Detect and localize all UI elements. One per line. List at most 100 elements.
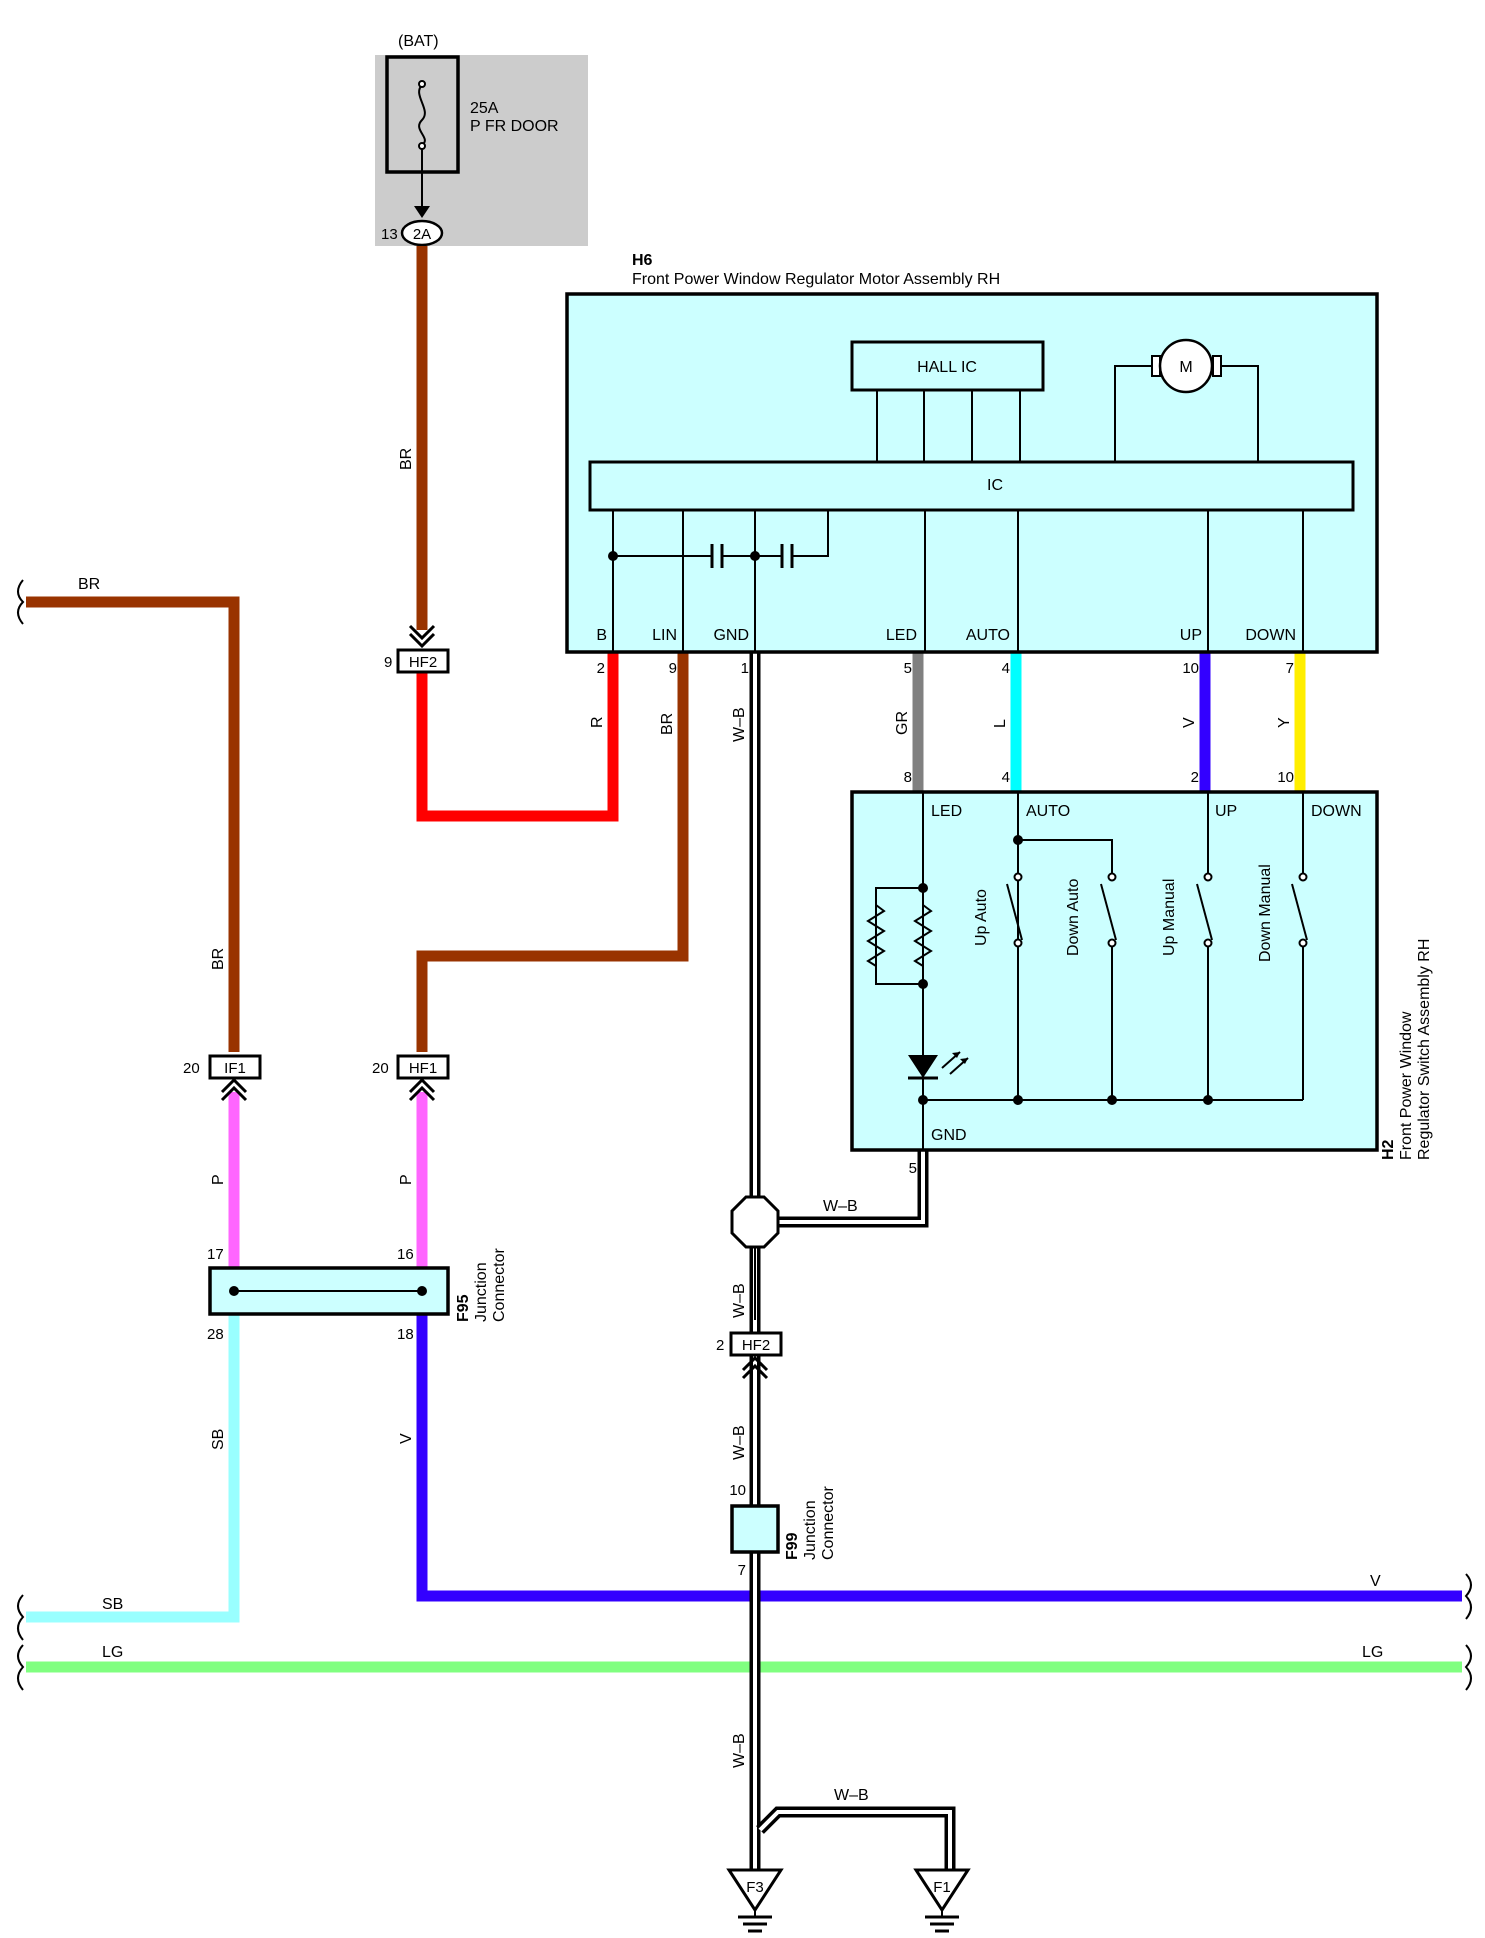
motor-label: M xyxy=(1179,359,1192,376)
f99-pin-10: 10 xyxy=(729,1482,746,1499)
h2-name-line1: Front Power Window xyxy=(1398,1011,1415,1160)
f99-junction-connector: 10 7 F99 Junction Connector xyxy=(729,1482,837,1579)
ground-f1: F1 xyxy=(913,1868,971,1933)
h2-pin-gnd: 5 xyxy=(909,1160,917,1177)
connector-arrow-icon xyxy=(408,624,436,649)
wire-wb-f1 xyxy=(756,1806,956,1870)
break-icon xyxy=(17,1594,25,1641)
break-icon xyxy=(17,1644,25,1691)
fuse-box-background xyxy=(375,55,588,246)
h2-term-led: LED xyxy=(931,803,962,820)
f95-pin-18: 18 xyxy=(397,1326,414,1343)
h2-pin-up: 2 xyxy=(1191,769,1199,786)
h6-pin-numbers: 2 9 1 5 4 10 7 xyxy=(597,660,1294,677)
switch-down-manual: Down Manual xyxy=(1257,792,1308,1100)
h6-terminal-names: B LIN GND LED AUTO UP DOWN xyxy=(596,627,1296,644)
break-icon xyxy=(1464,1644,1472,1691)
h6-term-auto: AUTO xyxy=(966,627,1010,644)
break-icon xyxy=(17,579,25,625)
label-br-fuse: BR xyxy=(398,448,415,470)
switch-down-auto-label: Down Auto xyxy=(1065,879,1082,956)
connector-arrow-icon xyxy=(408,1077,436,1102)
fuse-connector-pin: 13 xyxy=(381,226,398,243)
f95-code: F95 xyxy=(455,1294,472,1322)
motor-icon: M xyxy=(1114,338,1259,462)
f95-junction-connector: 17 16 28 18 F95 Junction Connector xyxy=(207,1246,508,1343)
label-p-right: P xyxy=(398,1174,415,1185)
label-l: L xyxy=(992,719,1009,728)
h6-term-lin: LIN xyxy=(652,627,677,644)
h2-pin-down: 10 xyxy=(1277,769,1294,786)
wire-r xyxy=(416,652,619,822)
connector-hf1: HF1 20 xyxy=(372,1054,450,1102)
fuse-connector-2a xyxy=(400,219,444,247)
label-p-left: P xyxy=(210,1174,227,1185)
label-wb-mid1: W–B xyxy=(731,1283,748,1318)
capacitor-network xyxy=(608,510,829,568)
wire-v xyxy=(416,1314,1462,1602)
led-icon xyxy=(908,1055,938,1078)
f99-line1: Junction xyxy=(802,1500,819,1560)
label-y: Y xyxy=(1276,717,1293,728)
connector-arrow-icon xyxy=(741,1355,769,1380)
switch-down-auto: Down Auto xyxy=(1018,839,1117,1105)
connector-if1: IF1 20 xyxy=(183,1054,262,1102)
h2-switch-assembly: 8 4 2 10 5 LED AUTO UP DOWN GND xyxy=(850,769,1433,1177)
connector-hf2-mid: HF2 2 xyxy=(716,1331,783,1380)
h6-term-b: B xyxy=(596,627,607,644)
h6-code: H6 xyxy=(632,252,653,269)
h2-term-gnd: GND xyxy=(931,1127,967,1144)
wire-br-lin xyxy=(416,652,689,1052)
h6-pin-gnd: 1 xyxy=(741,660,749,677)
label-sb-left: SB xyxy=(102,1596,123,1613)
fuse-block: (BAT) 25A P FR DOOR 13 2A xyxy=(375,33,588,247)
f99-code: F99 xyxy=(784,1532,801,1560)
h6-motor-assembly: H6 Front Power Window Regulator Motor As… xyxy=(565,252,1379,677)
switch-up-manual: Up Manual xyxy=(1161,792,1213,1105)
fuse-source-label: (BAT) xyxy=(398,33,439,50)
switch-up-manual-label: Up Manual xyxy=(1161,879,1178,956)
switch-up-auto-label: Up Auto xyxy=(973,889,990,946)
h6-term-down: DOWN xyxy=(1245,627,1296,644)
if1-pin: 20 xyxy=(183,1060,200,1077)
switch-down-manual-label: Down Manual xyxy=(1257,864,1274,962)
label-gr: GR xyxy=(894,711,911,735)
h6-pin-led: 5 xyxy=(904,660,912,677)
connector-hf2-top: HF2 9 xyxy=(384,624,450,674)
f95-pin-17: 17 xyxy=(207,1246,224,1263)
label-v-vert: V xyxy=(398,1433,415,1444)
switch-up-auto: Up Auto xyxy=(973,792,1023,1105)
h2-term-auto: AUTO xyxy=(1026,803,1070,820)
f95-line2: Connector xyxy=(491,1248,508,1322)
ic-label: IC xyxy=(987,477,1003,494)
ic-block xyxy=(588,460,1355,512)
h6-term-led: LED xyxy=(886,627,917,644)
hf1-label: HF1 xyxy=(409,1060,437,1077)
fuse-rating-label: 25A xyxy=(470,100,499,117)
label-br-if1: BR xyxy=(210,948,227,970)
hall-ic-block xyxy=(850,340,1045,392)
label-wb-splice: W–B xyxy=(823,1198,858,1215)
h2-term-down: DOWN xyxy=(1311,803,1362,820)
label-wb-gnd: W–B xyxy=(731,707,748,742)
ground-f1-label: F1 xyxy=(933,1879,951,1896)
ground-f3-label: F3 xyxy=(746,1879,764,1896)
h6-name: Front Power Window Regulator Motor Assem… xyxy=(632,271,1000,288)
h2-code: H2 xyxy=(1380,1139,1397,1160)
h2-pin-led: 8 xyxy=(904,769,912,786)
h6-pin-auto: 4 xyxy=(1002,660,1010,677)
h2-name-line2: Regulator Switch Assembly RH xyxy=(1416,939,1433,1160)
break-icon xyxy=(1464,1573,1472,1620)
splice-point xyxy=(730,1195,780,1249)
label-v-right: V xyxy=(1370,1573,1381,1590)
h6-pin-down: 7 xyxy=(1286,660,1294,677)
h6-term-gnd: GND xyxy=(713,627,749,644)
label-lg-left: LG xyxy=(102,1644,123,1661)
label-wb-mid2: W–B xyxy=(731,1425,748,1460)
hall-ic-label: HALL IC xyxy=(917,359,977,376)
resistor-icon xyxy=(913,904,933,967)
resistor-icon xyxy=(866,904,886,967)
f99-line2: Connector xyxy=(820,1486,837,1560)
hf2-top-pin: 9 xyxy=(384,654,392,671)
